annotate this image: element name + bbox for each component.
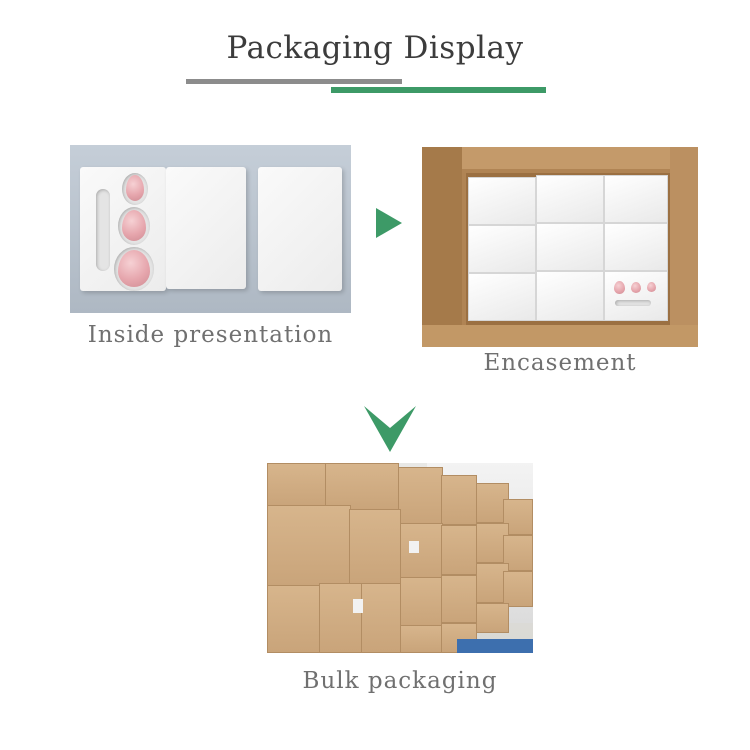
box-flap-left [422,147,462,347]
arrow-right-icon [376,208,402,238]
foam-cover [258,167,342,291]
carton-box [397,625,443,653]
encasement-photo [422,147,698,347]
pallet [457,639,533,653]
foam-slot [96,189,110,271]
page-title: Packaging Display [226,30,524,66]
inside-presentation-caption: Inside presentation [87,322,334,348]
carton-box [397,467,443,525]
rose-quartz-egg [122,210,146,241]
carton-box [267,463,327,507]
box-flap-right [670,147,698,347]
rose-quartz-egg [631,282,641,293]
carton-box [441,525,477,575]
carton-box [503,571,533,607]
encasement-caption: Encasement [483,350,637,376]
rose-quartz-egg [118,250,150,287]
rose-quartz-egg [647,282,656,292]
box-flap-top [422,147,698,169]
foam-block [468,177,536,225]
carton-box [349,509,401,585]
foam-insert-tray [80,167,166,291]
carton-box [319,583,363,653]
foam-block [536,223,604,271]
shipping-label [353,599,363,613]
carton-box [473,603,509,633]
carton-box [325,463,399,511]
foam-slot [615,300,651,306]
title-underline-gray [186,79,402,84]
foam-block [604,175,668,223]
carton-box [267,505,351,587]
foam-block [536,175,604,223]
shipping-label [409,541,419,553]
foam-block [536,271,604,321]
rose-quartz-egg [614,281,625,294]
box-flap-bottom [422,325,698,347]
carton-box [441,475,477,525]
foam-block [468,225,536,273]
foam-lid [166,167,246,289]
bulk-packaging-photo [267,463,533,653]
chevron-down-icon [364,406,416,452]
inside-presentation-photo [70,145,351,313]
foam-block [468,273,536,321]
foam-insert-with-eggs [604,271,668,321]
carton-box [361,583,401,653]
foam-block [604,223,668,271]
carton-box [441,575,477,623]
carton-box [397,577,443,627]
rose-quartz-egg [126,175,144,201]
carton-box [267,585,321,653]
bulk-packaging-caption: Bulk packaging [302,668,498,694]
title-underline-green [331,87,546,93]
carton-box [397,523,443,579]
